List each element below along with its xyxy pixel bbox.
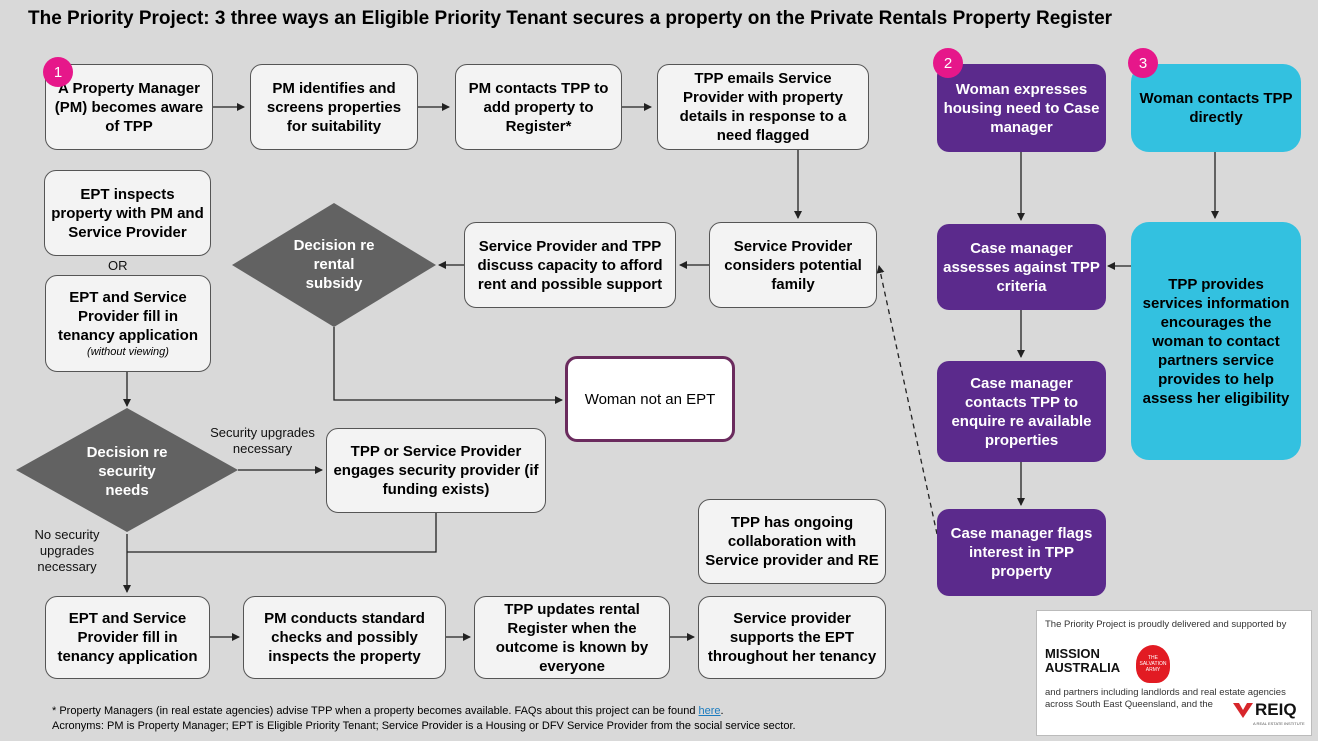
mission-australia-line2: AUSTRALIA <box>1045 660 1121 675</box>
step-engage-security-text: TPP or Service Provider engages security… <box>333 443 539 498</box>
arrow-b10-merge <box>127 513 437 553</box>
step-ongoing-collab-text: TPP has ongoing collaboration with Servi… <box>705 514 879 569</box>
step-cm-flags: Case manager flags interest in TPP prope… <box>937 509 1106 596</box>
step-cm-assesses-text: Case manager assesses against TPP criter… <box>943 239 1100 295</box>
step-ept-application-text: EPT and Service Provider fill in tenancy… <box>57 610 198 665</box>
reiq-chevron-icon <box>1233 703 1253 718</box>
step-pm-screens-text: PM identifies and screens properties for… <box>266 79 402 135</box>
step-cm-contacts: Case manager contacts TPP to enquire re … <box>937 361 1106 462</box>
step-woman-expresses-text: Woman expresses housing need to Case man… <box>943 80 1100 136</box>
decision-diamond-security <box>16 408 238 532</box>
step-pm-checks-text: PM conducts standard checks and possibly… <box>264 610 425 665</box>
step-tpp-emails-text: TPP emails Service Provider with propert… <box>679 70 847 144</box>
step-sp-supports: Service provider supports the EPT throug… <box>698 596 886 679</box>
partners-top-text: The Priority Project is proudly delivere… <box>1045 619 1287 630</box>
partners-mid-text: and partners including landlords and rea… <box>1045 687 1286 710</box>
step-woman-contacts-tpp: Woman contacts TPP directly <box>1131 64 1301 152</box>
step-pm-contacts-text: PM contacts TPP to add property to Regis… <box>468 79 609 135</box>
salvation-army-logo: THE SALVATION ARMY <box>1136 645 1170 683</box>
decision-rental-label: Decision re rental subsidy <box>293 237 375 292</box>
step-pm-checks: PM conducts standard checks and possibly… <box>243 596 446 679</box>
salvation-army-text: THE SALVATION ARMY <box>1139 655 1167 673</box>
step-tpp-updates: TPP updates rental Register when the out… <box>474 596 670 679</box>
step-pm-screens: PM identifies and screens properties for… <box>250 64 418 150</box>
mission-australia-logo: MISSION AUSTRALIA <box>1045 647 1120 675</box>
step-sp-considers: Service Provider considers potential fam… <box>709 222 877 308</box>
step-cm-assesses: Case manager assesses against TPP criter… <box>937 224 1106 310</box>
step-tpp-emails: TPP emails Service Provider with propert… <box>657 64 869 150</box>
step-cm-contacts-text: Case manager contacts TPP to enquire re … <box>951 374 1092 449</box>
step-cm-flags-text: Case manager flags interest in TPP prope… <box>950 525 1093 580</box>
path-badge-3: 3 <box>1128 48 1158 78</box>
mission-australia-line1: MISSION <box>1045 646 1100 661</box>
step-ept-application-noview: EPT and Service Provider fill in tenancy… <box>45 275 211 372</box>
step-tpp-provides-info: TPP provides services information encour… <box>1131 222 1301 460</box>
no-security-label: No security upgrades necessary <box>34 527 100 574</box>
outcome-not-ept-text: Woman not an EPT <box>584 390 716 408</box>
partners-panel: The Priority Project is proudly delivere… <box>1036 610 1312 736</box>
outcome-not-ept: Woman not an EPT <box>565 356 735 442</box>
step-ongoing-collab: TPP has ongoing collaboration with Servi… <box>698 499 886 584</box>
step-ept-inspects: EPT inspects property with PM and Servic… <box>44 170 211 256</box>
arrow-p4-b5-dashed <box>876 265 938 535</box>
step-ept-inspects-text: EPT inspects property with PM and Servic… <box>51 185 204 241</box>
step-pm-aware: A Property Manager (PM) becomes aware of… <box>45 64 213 150</box>
reiq-logo: REIQ <box>1233 700 1297 720</box>
step-tpp-provides-info-text: TPP provides services information encour… <box>1142 275 1290 407</box>
reiq-subtitle: A REAL ESTATE INSTITUTE <box>1253 721 1305 726</box>
step-pm-contacts: PM contacts TPP to add property to Regis… <box>455 64 622 150</box>
step-woman-contacts-tpp-text: Woman contacts TPP directly <box>1139 90 1293 126</box>
decision-security-label: Decision re security needs <box>86 444 168 499</box>
faq-link[interactable]: here <box>698 705 721 717</box>
decision-diamond-rental <box>232 203 436 327</box>
step-sp-discuss-text: Service Provider and TPP discuss capacit… <box>477 237 663 293</box>
step-woman-expresses: Woman expresses housing need to Case man… <box>937 64 1106 152</box>
step-sp-considers-text: Service Provider considers potential fam… <box>724 237 862 293</box>
step-tpp-updates-text: TPP updates rental Register when the out… <box>495 600 649 675</box>
step-ept-application-noview-text: EPT and Service Provider fill in tenancy… <box>57 289 199 344</box>
security-upgrades-label: Security upgrades necessary <box>210 425 315 456</box>
step-sp-discuss: Service Provider and TPP discuss capacit… <box>464 222 676 308</box>
step-sp-supports-text: Service provider supports the EPT throug… <box>707 610 877 665</box>
footnote-line-2: Acronyms: PM is Property Manager; EPT is… <box>52 720 796 732</box>
step-pm-aware-text: A Property Manager (PM) becomes aware of… <box>54 79 204 135</box>
path-badge-1: 1 <box>43 57 73 87</box>
footnote: * Property Managers (in real estate agen… <box>52 704 796 734</box>
arrow-d1-b9 <box>333 327 563 404</box>
step-engage-security: TPP or Service Provider engages security… <box>326 428 546 513</box>
path-badge-2: 2 <box>933 48 963 78</box>
or-label: OR <box>108 258 128 273</box>
without-viewing-note: (without viewing) <box>87 346 169 358</box>
step-ept-application: EPT and Service Provider fill in tenancy… <box>45 596 210 679</box>
reiq-text: REIQ <box>1255 700 1297 719</box>
page-title: The Priority Project: 3 three ways an El… <box>28 8 1113 29</box>
footnote-line-1: * Property Managers (in real estate agen… <box>52 705 724 717</box>
